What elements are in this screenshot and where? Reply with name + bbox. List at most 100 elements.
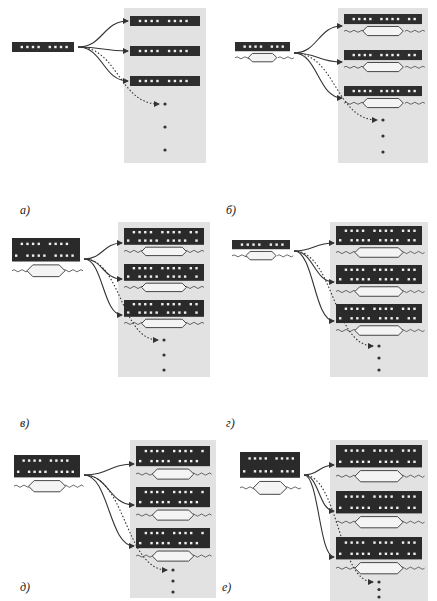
chip-dot: [258, 243, 260, 245]
wave-line: [277, 255, 293, 257]
chip-dot: [190, 231, 192, 233]
hex-shape: [142, 319, 187, 327]
chip-dot: [379, 239, 381, 241]
chip-dot: [386, 90, 388, 92]
chip-dot: [195, 311, 197, 313]
chip-dot: [369, 90, 371, 92]
chip-dot: [60, 254, 62, 256]
hex-shape: [246, 251, 276, 259]
chip-dot: [156, 542, 158, 544]
continuation-dot: [171, 590, 174, 593]
continuation-dot: [377, 368, 380, 371]
chip-dot: [138, 231, 140, 233]
chip-dot: [156, 450, 158, 452]
branch-arrow: [78, 47, 128, 81]
dark-block: [136, 528, 210, 548]
chip-dot: [402, 541, 404, 543]
chip-dot: [21, 243, 23, 245]
chip-dot: [174, 50, 176, 52]
chip-dot: [145, 450, 147, 452]
chip-dot: [127, 275, 129, 277]
dotted-branch: [294, 53, 377, 120]
chip-dot: [385, 239, 387, 241]
chip-dot: [356, 507, 358, 509]
chip-dot: [150, 532, 152, 534]
chip-dot: [178, 303, 180, 305]
chip-dot: [168, 80, 170, 82]
chip-dot: [350, 269, 352, 271]
chip-dot: [138, 275, 140, 277]
chip-dot: [402, 269, 404, 271]
chip-dot: [162, 542, 164, 544]
dark-strip: [12, 42, 74, 52]
chip-dot: [368, 317, 370, 319]
chip-dot: [254, 470, 256, 472]
chip-dot: [286, 457, 288, 459]
continuation-dot: [377, 580, 380, 583]
chip-dot: [379, 495, 381, 497]
chip-dot: [413, 90, 415, 92]
chip-dot: [368, 553, 370, 555]
chip-dot: [139, 50, 141, 52]
chip-dot: [282, 45, 284, 47]
chip-dot: [373, 541, 375, 543]
chip-dot: [356, 278, 358, 280]
branch-arrow: [304, 475, 334, 557]
chip-dot: [270, 470, 272, 472]
chip-dot: [180, 50, 182, 52]
chip-dot: [386, 18, 388, 20]
chip-dot: [396, 553, 398, 555]
chip-dot: [356, 495, 358, 497]
wave-line: [63, 270, 83, 272]
result-column: [330, 440, 428, 601]
chip-dot: [243, 470, 245, 472]
chip-dot: [144, 311, 146, 313]
tile: [344, 14, 425, 36]
chip-dot: [408, 507, 410, 509]
wave-line: [192, 555, 212, 557]
result-column: [330, 222, 428, 377]
chip-dot: [390, 278, 392, 280]
chip-dot: [259, 470, 261, 472]
chip-dot: [368, 239, 370, 241]
chip-dot: [413, 507, 415, 509]
chip-dot: [178, 239, 180, 241]
chip-dot: [145, 491, 147, 493]
chip-dot: [408, 553, 410, 555]
chip-dot: [156, 460, 158, 462]
chip-dot: [397, 54, 399, 56]
chip-dot: [28, 459, 30, 461]
chip-dot: [379, 461, 381, 463]
chip-dot: [26, 243, 28, 245]
chip-dot: [155, 239, 157, 241]
hex-shape: [27, 265, 65, 277]
chip-dot: [353, 90, 355, 92]
chip-dot: [66, 471, 68, 473]
chip-dot: [190, 542, 192, 544]
chip-dot: [190, 460, 192, 462]
chip-dot: [413, 230, 415, 232]
chip-dot: [185, 20, 187, 22]
chip-dot: [161, 231, 163, 233]
tile: [232, 240, 293, 260]
branch-arrow: [294, 243, 334, 251]
chip-dot: [195, 239, 197, 241]
chip-dot: [150, 267, 152, 269]
chip-dot: [402, 449, 404, 451]
dark-strip: [235, 42, 290, 51]
chip-dot: [281, 457, 283, 459]
chip-dot: [397, 18, 399, 20]
chip-dot: [201, 491, 203, 493]
chip-dot: [413, 449, 415, 451]
dark-block: [240, 452, 300, 478]
chip-dot: [184, 501, 186, 503]
chip-dot: [179, 460, 181, 462]
tile: [336, 265, 425, 296]
chip-dot: [413, 541, 415, 543]
chip-dot: [139, 460, 141, 462]
chip-dot: [368, 461, 370, 463]
wave-line: [405, 102, 425, 104]
chip-dot: [408, 495, 410, 497]
chip-dot: [138, 267, 140, 269]
chip-dot: [179, 450, 181, 452]
